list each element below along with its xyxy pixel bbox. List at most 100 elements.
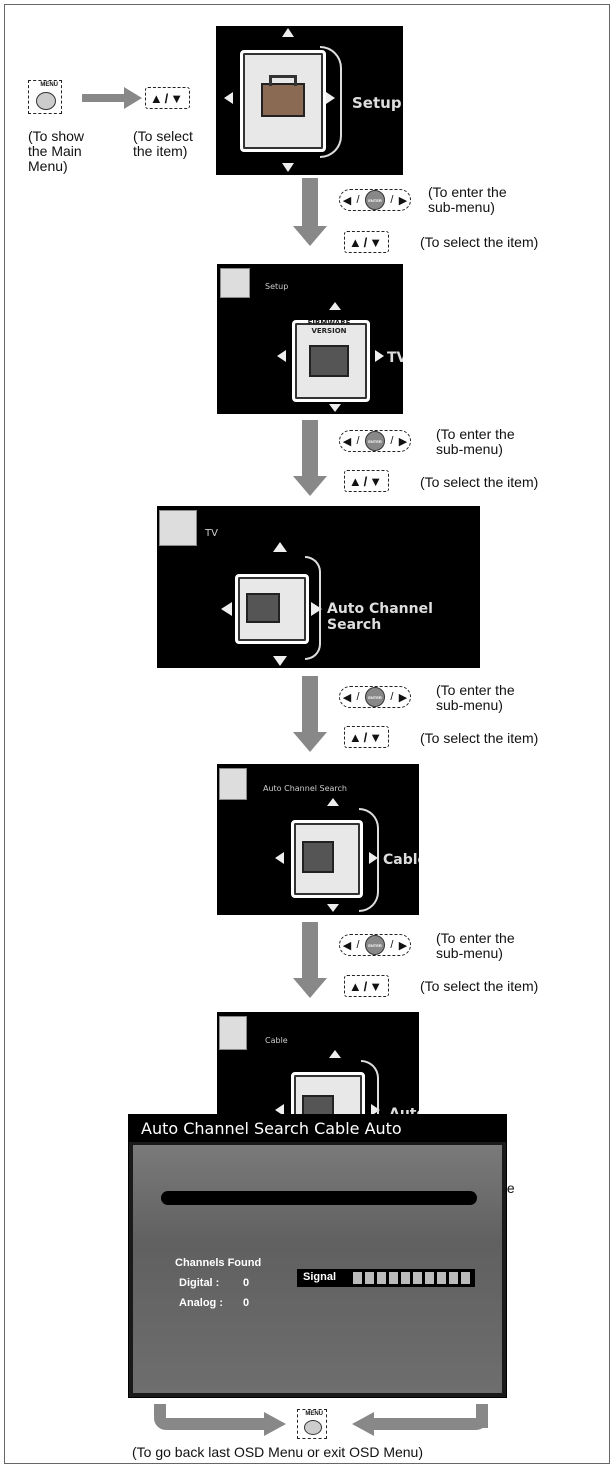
osd-body: Channels Found Digital : 0 Analog : 0 Si… xyxy=(133,1145,502,1393)
left-arrow-icon xyxy=(224,92,233,104)
signal-bar xyxy=(437,1272,446,1284)
menu-button-footer[interactable]: MENU xyxy=(297,1409,327,1439)
enter-keys-3[interactable]: ◀/ENTER/▶ xyxy=(339,686,411,708)
back-arrow-right-head-icon xyxy=(352,1412,374,1436)
down-arrow-icon xyxy=(327,904,339,912)
signal-bar xyxy=(461,1272,470,1284)
menu-button-icon xyxy=(304,1420,322,1435)
left-arrow-icon xyxy=(275,1104,284,1116)
left-arrow-icon xyxy=(277,350,286,362)
corner-label-setup: Setup xyxy=(265,282,289,291)
select-caption-1: (To select the item) xyxy=(420,234,539,250)
enter-caption-2a: (To enter the xyxy=(436,426,515,442)
down-arrow-icon xyxy=(282,163,294,172)
screen-tv: Setup FIRMWARE VERSION TV xyxy=(217,264,403,414)
enter-caption-3a: (To enter the xyxy=(436,682,515,698)
select-caption-2: (To select the item) xyxy=(420,474,539,490)
enter-button-icon: ENTER xyxy=(364,190,385,210)
screen-label-auto-channel-search: Auto Channel Search xyxy=(327,601,433,633)
caption-show-3: Menu) xyxy=(28,158,68,174)
enter-keys-1[interactable]: ◀/ENTER/▶ xyxy=(339,189,411,211)
flow-arrow-2 xyxy=(293,420,327,496)
corner-label-cable: Cable xyxy=(265,1036,288,1045)
select-caption-4: (To select the item) xyxy=(420,978,539,994)
signal-bar xyxy=(401,1272,410,1284)
cable-cube-icon xyxy=(291,820,363,898)
corner-label-tv: TV xyxy=(205,528,218,539)
toolbox-handle-icon xyxy=(269,75,297,86)
flow-arrow-3 xyxy=(293,676,327,752)
enter-caption-4b: sub-menu) xyxy=(436,945,503,961)
up-down-keys-1[interactable]: ▲/▼ xyxy=(344,231,389,253)
tv-cube-icon: FIRMWARE VERSION xyxy=(292,319,370,402)
progress-bar xyxy=(161,1191,477,1205)
signal-meter: Signal xyxy=(297,1269,475,1287)
osd-title: Auto Channel Search Cable Auto xyxy=(129,1115,506,1142)
signal-bar xyxy=(365,1272,374,1284)
right-arrow-icon xyxy=(369,852,378,864)
signal-bar xyxy=(353,1272,362,1284)
corner-label-auto-channel-search: Auto Channel Search xyxy=(263,784,347,793)
enter-caption-1b: sub-menu) xyxy=(428,199,495,215)
arrow-right-head-icon xyxy=(124,87,142,109)
signal-bar xyxy=(413,1272,422,1284)
back-arrow-left-shaft xyxy=(154,1418,266,1430)
screen-setup: Setup xyxy=(216,26,403,175)
signal-bars xyxy=(353,1272,470,1284)
analog-value: 0 xyxy=(243,1297,250,1309)
up-arrow-icon xyxy=(273,542,287,552)
up-down-keys[interactable]: ▲/▼ xyxy=(145,87,190,109)
signal-bar xyxy=(389,1272,398,1284)
toolbox-icon xyxy=(261,83,305,117)
up-arrow-icon xyxy=(329,1050,341,1058)
setup-mini-icon xyxy=(220,268,250,298)
screen-label-setup: Setup xyxy=(352,94,402,112)
digital-value: 0 xyxy=(243,1277,250,1289)
select-caption-3: (To select the item) xyxy=(420,730,539,746)
right-arrow-icon xyxy=(311,602,322,616)
enter-caption-4a: (To enter the xyxy=(436,930,515,946)
footer-caption: (To go back last OSD Menu or exit OSD Me… xyxy=(132,1444,423,1460)
menu-key-label: MENU xyxy=(305,1411,323,1417)
caption-show-1: (To show xyxy=(28,128,85,144)
menu-button[interactable]: MENU xyxy=(28,80,62,114)
cube-top-label: FIRMWARE VERSION xyxy=(307,319,351,335)
enter-keys-4[interactable]: ◀/ENTER/▶ xyxy=(339,934,411,956)
signal-bar xyxy=(449,1272,458,1284)
caption-show-2: the Main xyxy=(28,143,82,159)
digital-label: Digital : xyxy=(179,1277,220,1289)
enter-caption-3b: sub-menu) xyxy=(436,697,503,713)
up-down-keys-4[interactable]: ▲/▼ xyxy=(344,975,389,997)
signal-bar xyxy=(425,1272,434,1284)
screen-auto-channel-search: TV Auto Channel Search xyxy=(157,506,480,668)
enter-button-icon: ENTER xyxy=(364,935,385,955)
right-arrow-icon xyxy=(326,92,335,104)
enter-keys-2[interactable]: ◀/ENTER/▶ xyxy=(339,430,411,452)
left-arrow-icon xyxy=(221,602,232,616)
screen-label-tv: TV xyxy=(387,350,403,366)
screen-label-cable: Cable xyxy=(383,852,419,868)
arrow-right-icon xyxy=(82,94,126,102)
up-arrow-icon xyxy=(327,798,339,806)
up-down-keys-2[interactable]: ▲/▼ xyxy=(344,470,389,492)
right-arrow-icon xyxy=(371,1104,380,1116)
menu-key-label: MENU xyxy=(40,82,58,88)
tv-screen-icon xyxy=(309,345,349,377)
down-arrow-icon xyxy=(329,404,341,412)
flow-arrow-1 xyxy=(293,178,327,246)
back-arrow-left-head-icon xyxy=(264,1412,286,1436)
page-frame xyxy=(4,4,610,1464)
enter-caption-2b: sub-menu) xyxy=(436,441,503,457)
cube-outline-right xyxy=(359,808,379,912)
flow-arrow-4 xyxy=(293,922,327,998)
channel-cube-icon xyxy=(235,574,309,644)
up-down-keys-3[interactable]: ▲/▼ xyxy=(344,726,389,748)
signal-bar xyxy=(377,1272,386,1284)
caption-select-2: the item) xyxy=(133,143,188,159)
menu-button-icon xyxy=(36,92,56,110)
screen-cable: Auto Channel Search Cable xyxy=(217,764,419,915)
cube-outline-right xyxy=(305,556,321,660)
caption-select-1: (To select xyxy=(133,128,193,144)
osd-auto-channel-search: Auto Channel Search Cable Auto Channels … xyxy=(128,1114,507,1398)
enter-button-icon: ENTER xyxy=(364,687,385,707)
